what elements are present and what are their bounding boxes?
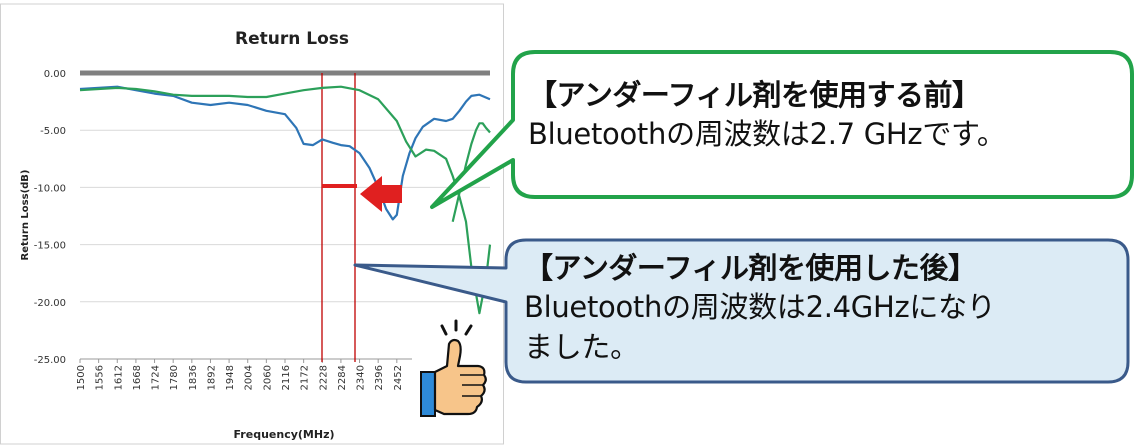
plot-border <box>0 3 504 445</box>
callout-before: 【アンダーフィル剤を使用する前】 Bluetoothの周波数は2.7 GHzです… <box>528 72 1128 154</box>
y-tick-labels: 0.00 -5.00 -10.00 -15.00 -20.00 -25.00 <box>34 69 66 366</box>
x-tick-label: 1612 <box>113 365 124 390</box>
x-tick-label: 1948 <box>225 365 236 390</box>
x-tick-label: 2060 <box>262 365 273 390</box>
x-tick-label: 2452 <box>393 365 404 390</box>
x-tick-label: 2172 <box>300 365 311 390</box>
callout-before-box <box>430 50 1134 209</box>
series-line-1 <box>79 85 491 221</box>
callout-after-body-line1: Bluetoothの周波数は2.4GHzになり <box>524 290 996 324</box>
y-tick-label: -25.00 <box>34 355 66 366</box>
y-tick-label: -10.00 <box>34 183 66 194</box>
callout-after: 【アンダーフィル剤を使用した後】 Bluetoothの周波数は2.4GHzになり… <box>524 245 1124 367</box>
callout-after-heading: 【アンダーフィル剤を使用した後】 <box>524 251 977 285</box>
left-arrow-icon <box>360 176 402 212</box>
x-tick-label: 1556 <box>95 365 106 390</box>
y-tick-label: -15.00 <box>34 241 66 252</box>
x-tick-label: 1500 <box>76 365 87 390</box>
x-tick-label: 1668 <box>132 365 143 390</box>
x-axis-label: Frequency(MHz) <box>234 428 335 441</box>
y-axis-label: Return Loss(dB) <box>20 170 31 261</box>
series-line-2 <box>79 85 492 315</box>
x-tick-label: 1724 <box>151 365 162 390</box>
y-tick-label: -20.00 <box>34 298 66 309</box>
y-tick-label: -5.00 <box>40 126 66 137</box>
callout-before-body: Bluetoothの周波数は2.7 GHzです。 <box>528 117 1006 151</box>
x-tick-label: 2116 <box>281 365 292 390</box>
x-tick-label: 2228 <box>318 365 329 390</box>
x-tick-label: 2284 <box>337 365 348 390</box>
x-tick-label: 2396 <box>374 365 385 390</box>
y-tick-label: 0.00 <box>44 69 66 80</box>
callout-after-box <box>353 238 1130 384</box>
chart-title: Return Loss <box>235 29 349 49</box>
x-tick-label: 1892 <box>206 365 217 390</box>
thumbs-up-icon <box>412 317 498 427</box>
x-tick-label: 1780 <box>169 365 180 390</box>
callout-before-heading: 【アンダーフィル剤を使用する前】 <box>528 78 981 112</box>
callout-after-body-line2: ました。 <box>524 330 639 364</box>
x-tick-label: 1836 <box>188 365 199 390</box>
x-tick-label: 2340 <box>356 365 367 390</box>
x-tick-label: 2004 <box>244 365 255 390</box>
